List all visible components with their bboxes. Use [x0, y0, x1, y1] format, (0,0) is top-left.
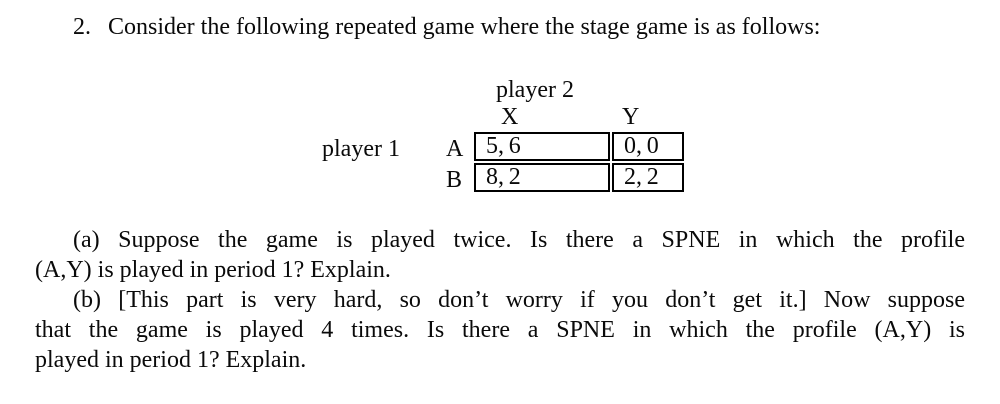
row-label-b: B: [446, 167, 463, 193]
column-header-x: X: [501, 104, 519, 130]
row-label-a: A: [446, 136, 464, 162]
part-b-line-3: played in period 1? Explain.: [35, 347, 307, 373]
payoff-matrix: 5, 6 0, 0 8, 2 2, 2: [472, 130, 686, 194]
column-header-y: Y: [622, 104, 640, 130]
problem-number: 2.: [73, 14, 91, 40]
row-player-label: player 1: [322, 136, 400, 162]
problem-statement: Consider the following repeated game whe…: [108, 14, 821, 40]
payoff-cell-ay: 0, 0: [612, 132, 684, 161]
payoff-cell-ax: 5, 6: [474, 132, 610, 161]
payoff-cell-by: 2, 2: [612, 163, 684, 192]
problem-parts: (a) Suppose the game is played twice. Is…: [35, 225, 965, 375]
column-player-label: player 2: [496, 77, 574, 103]
part-a-line-2: (A,Y) is played in period 1? Explain.: [35, 257, 391, 283]
payoff-cell-bx: 8, 2: [474, 163, 610, 192]
payoff-row-a: 5, 6 0, 0: [474, 132, 684, 161]
part-b-line-1: (b) [This part is very hard, so don’t wo…: [73, 287, 965, 313]
part-b-line-2: that the game is played 4 times. Is ther…: [35, 317, 965, 343]
payoff-row-b: 8, 2 2, 2: [474, 163, 684, 192]
part-a-line-1: (a) Suppose the game is played twice. Is…: [73, 227, 965, 253]
problem-title-line: 2. Consider the following repeated game w…: [35, 12, 1000, 42]
